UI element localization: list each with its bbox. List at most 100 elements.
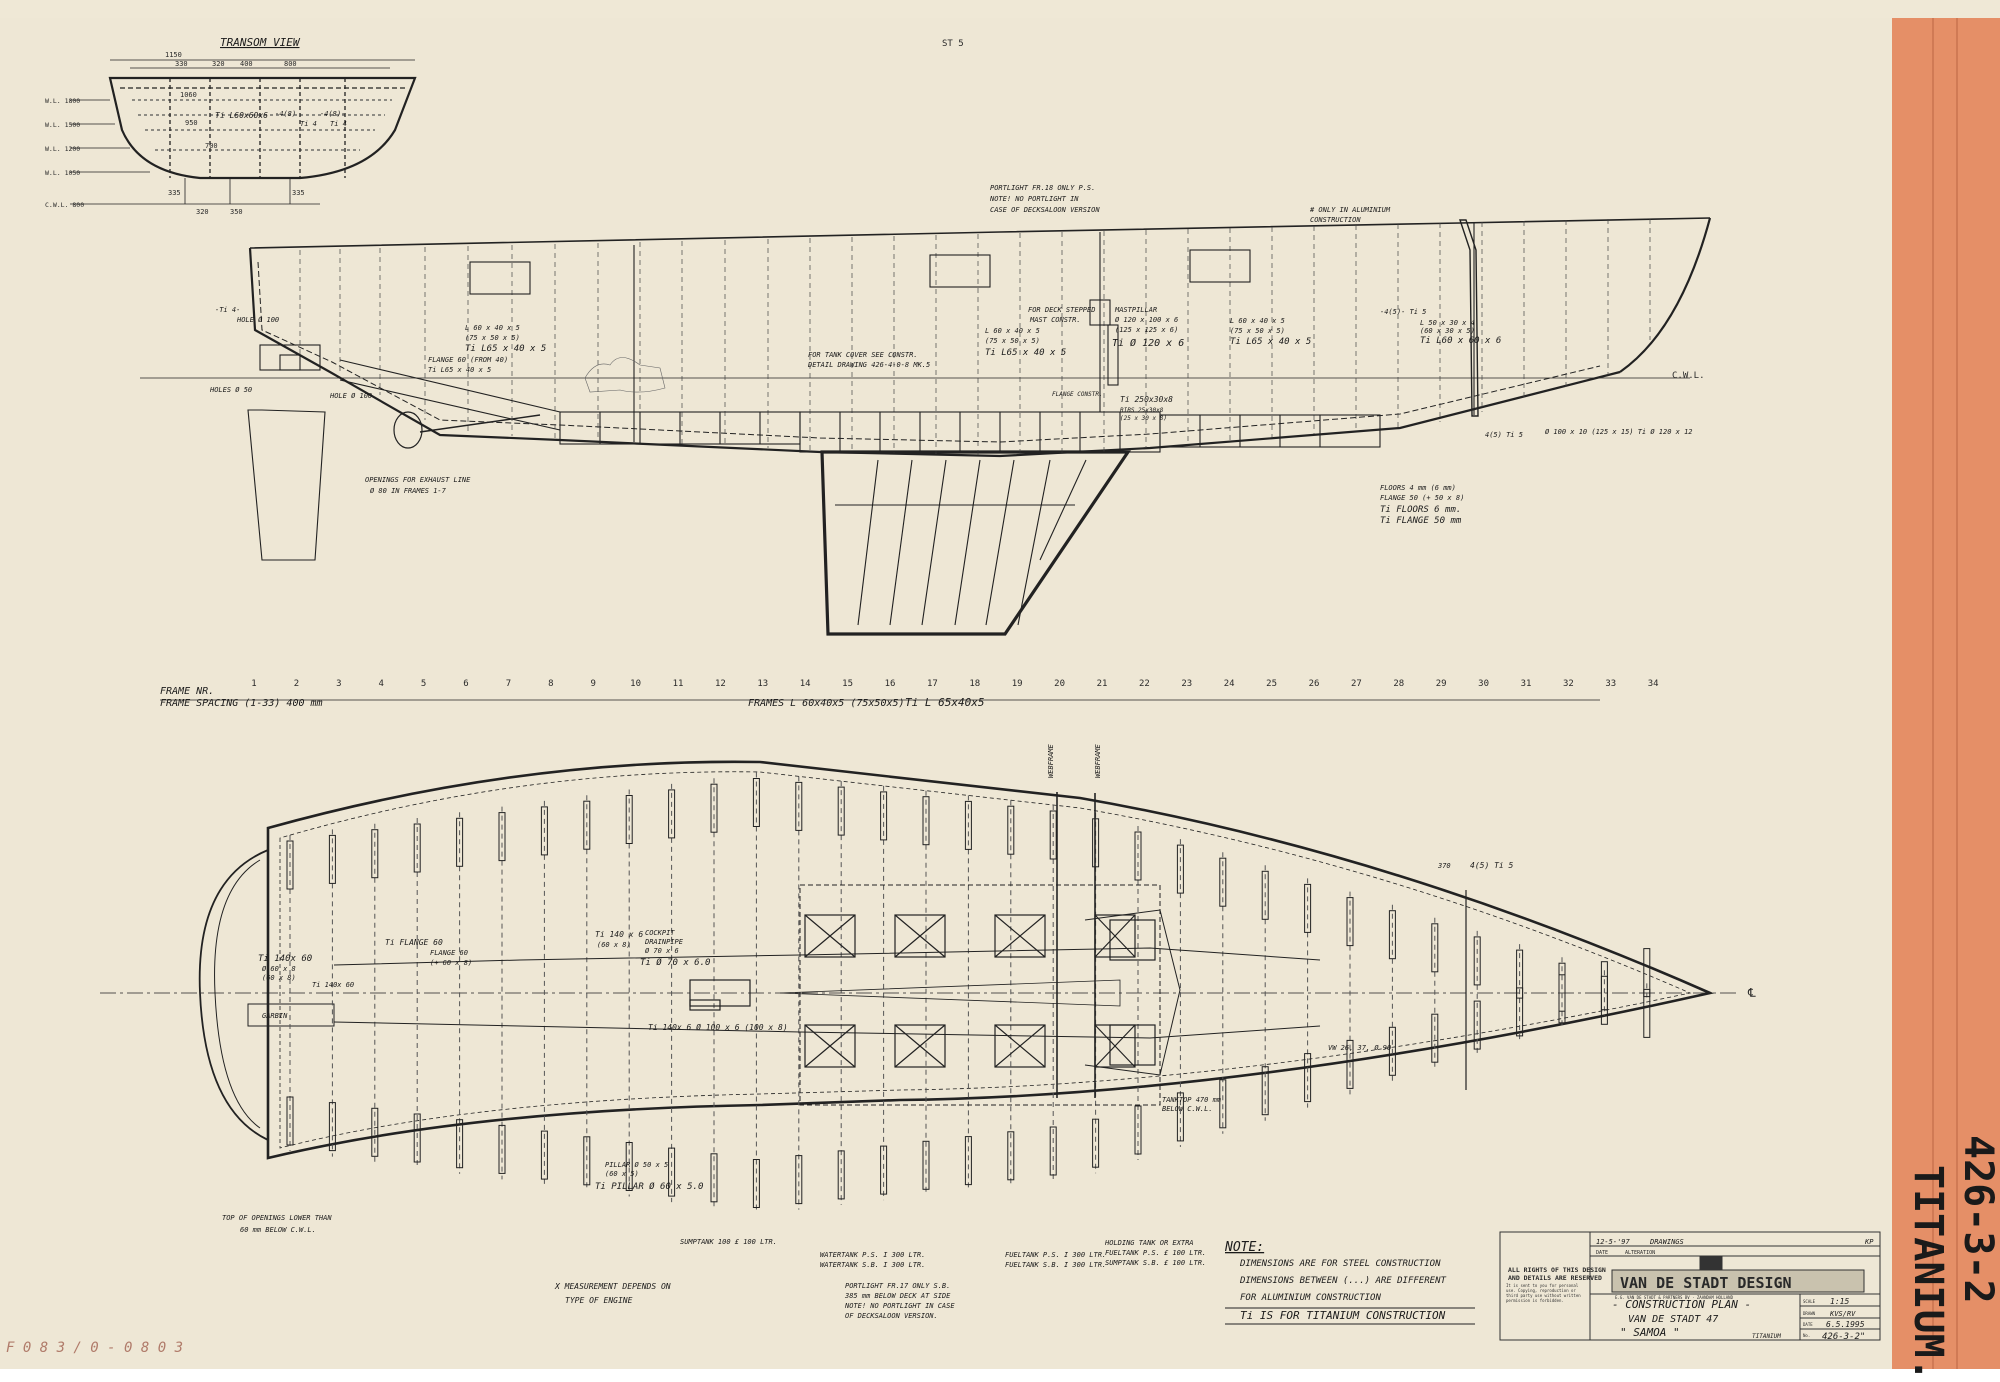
ti-140-note: Ø 60 x 8: [262, 965, 296, 973]
ti-140-mid-note: Ti 140 x 6: [595, 930, 643, 939]
drawing-number: 426-3-2": [1822, 1332, 1865, 1342]
deck-beam: [583, 800, 591, 850]
deck-beam: [1473, 936, 1481, 986]
frame-profile-note: Ti L60 x 60 x 6: [1420, 336, 1501, 346]
deck-beam: [964, 1136, 972, 1186]
waterline-label: W.L. 1500: [45, 121, 80, 129]
frame-number: 2: [294, 679, 299, 689]
deck-beam: [1431, 1013, 1439, 1063]
frame-number: 23: [1181, 679, 1192, 689]
frame-number: 15: [842, 679, 853, 689]
frame-number: 29: [1436, 679, 1447, 689]
webframe-label: WEBFRAME: [1094, 743, 1102, 778]
watertank-note: WATERTANK P.S. I 300 LTR.: [820, 1251, 925, 1259]
pillar-note: (60 x 5): [605, 1170, 639, 1178]
openings-note: TOP OF OPENINGS LOWER THAN: [222, 1214, 332, 1222]
frame-profile-ti-label: Ti L 65x40x5: [905, 696, 984, 709]
waterline-label: W.L. 1200: [45, 145, 80, 153]
holdingtank-note: FUELTANK P.S. £ 100 LTR.: [1105, 1249, 1206, 1257]
rights-heading: ALL RIGHTS OF THIS DESIGN: [1508, 1266, 1606, 1274]
tanktop-note: TANKTOP 470 mm: [1162, 1096, 1222, 1104]
deck-beam: [1092, 1118, 1100, 1168]
transom-note: -4(8): [275, 110, 296, 118]
tanktop-note: BELOW C.W.L.: [1162, 1105, 1213, 1113]
tank-cover-note: FOR TANK COVER SEE CONSTR.: [808, 351, 918, 359]
deck-beam: [710, 783, 718, 833]
transom-note: Ti L60x60x6: [215, 111, 268, 120]
deck-beam: [625, 795, 633, 844]
measurement-note: TYPE OF ENGINE: [565, 1296, 633, 1305]
drawing-title: TITANIUM: [1752, 1333, 1781, 1340]
margin-note: F 0 8 3 / 0 ‑ 0 8 0 3: [6, 1340, 184, 1356]
frame-number: 17: [927, 679, 938, 689]
deck-beam: [1261, 870, 1269, 920]
frame-number: 34: [1648, 679, 1659, 689]
deck-beam: [668, 789, 676, 839]
deck-beam: [1304, 1053, 1312, 1103]
transom-view: [70, 59, 417, 205]
dim-note: 4(5) Ti 5: [1470, 861, 1514, 870]
deck-beam: [1388, 910, 1396, 960]
deck-beam: [1558, 974, 1566, 1024]
deck-beam: [1007, 805, 1015, 855]
frame-number: 20: [1054, 679, 1065, 689]
note-line: DIMENSIONS ARE FOR STEEL CONSTRUCTION: [1239, 1259, 1441, 1269]
holdingtank-note: SUMPTANK S.B. £ 100 LTR.: [1105, 1259, 1206, 1267]
mastpillar-note: Ti Ø 120 x 6: [1112, 337, 1184, 349]
transom-dim: 335: [292, 189, 305, 197]
note-block: NOTE: DIMENSIONS ARE FOR STEEL CONSTRUCT…: [1224, 1240, 1475, 1325]
fueltank-note: FUELTANK S.B. I 300 LTR.: [1005, 1261, 1106, 1269]
frame-number: 1: [251, 679, 256, 689]
vw-note: VW 26, 37, Ø 90: [1328, 1044, 1391, 1052]
tank-cover-note: DETAIL DRAWING 426-4-0-8 MK.5: [807, 361, 930, 369]
frame-number: 8: [548, 679, 553, 689]
deck-outline: [266, 760, 1715, 1160]
frame-number: 22: [1139, 679, 1150, 689]
webframe-label: WEBFRAME: [1047, 743, 1055, 778]
floors-note: Ti FLOORS 6 mm.: [1380, 505, 1461, 515]
deck-beam: [710, 1153, 718, 1203]
frame-number: 24: [1224, 679, 1235, 689]
revision-date: 12-5-'97: [1596, 1238, 1631, 1246]
note-line: Ti IS FOR TITANIUM CONSTRUCTION: [1240, 1309, 1446, 1322]
frame-profile-note: (60 x 30 x 5): [1420, 327, 1475, 335]
aluminium-note: CONSTRUCTION: [1310, 216, 1361, 224]
frame-number: 32: [1563, 679, 1574, 689]
transom-dim: 400: [240, 60, 253, 68]
frame-profile-label: FRAMES L 60x40x5 (75x50x5): [748, 698, 905, 709]
deck-beam: [880, 1145, 888, 1195]
note-heading: NOTE:: [1224, 1240, 1264, 1255]
holdingtank-note: HOLDING TANK OR EXTRA: [1104, 1239, 1194, 1247]
transom-dim: 1150: [165, 51, 182, 59]
transom-dimensions: 1150 330 320 400 800 Ti L60x60x6 -4(8) T…: [165, 51, 347, 216]
revision-text: DRAWINGS: [1649, 1238, 1684, 1246]
frame-profile-note: (75 x 50 x 5): [985, 337, 1040, 345]
station-label: ST 5: [942, 39, 964, 49]
sumptank-note: SUMPTANK 100 £ 100 LTR.: [680, 1238, 777, 1246]
deck-beam: [880, 791, 888, 841]
transom-view-title: TRANSOM VIEW: [220, 36, 301, 49]
deck-beam: [1176, 1092, 1184, 1142]
deck-beam: [1346, 1039, 1354, 1089]
centerline-symbol: ℄: [1747, 986, 1756, 1000]
deck-beam: [413, 1113, 421, 1163]
deck-beam: [964, 800, 972, 850]
frame-profile-note: Ti L65 x 40 x 5: [985, 348, 1066, 358]
deck-beam: [922, 1140, 930, 1190]
date-value: 6.5.1995: [1826, 1320, 1865, 1329]
openings-note: 60 mm BELOW C.W.L.: [240, 1226, 316, 1234]
deck-beam: [328, 1102, 336, 1152]
frame-number: 10: [630, 679, 641, 689]
cockpit-note: COCKPIT: [645, 929, 675, 937]
stem-line: [1619, 217, 1712, 373]
deck-beam: [540, 806, 548, 856]
drawing-number-side-label: 426-3-2: [1955, 1135, 2000, 1304]
frame-number: 3: [336, 679, 341, 689]
deck-beam: [668, 1147, 676, 1197]
drawing-title: - CONSTRUCTION PLAN -: [1612, 1298, 1751, 1311]
frame-profile-note: L 60 x 40 x 5: [985, 327, 1040, 335]
transom-dim: 1060: [180, 91, 197, 99]
deck-beam: [1007, 1131, 1015, 1181]
mastpillar-note: Ø 120 x 100 x 6: [1115, 316, 1178, 324]
bow-pillar: [1459, 219, 1479, 417]
